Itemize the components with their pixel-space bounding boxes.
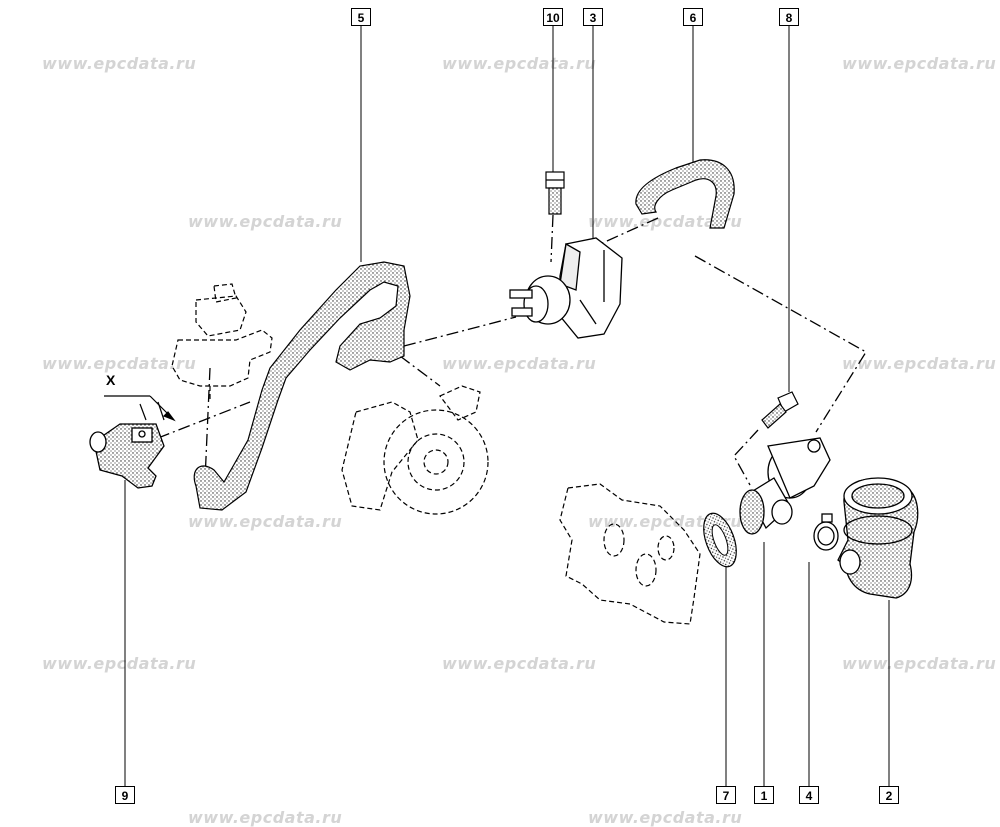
callout-1[interactable]: 1 [754, 786, 774, 804]
watermark: www.epcdata.ru [42, 354, 197, 373]
intake-pipe-2 [837, 477, 919, 599]
leader-lines [124, 26, 890, 786]
watermark: www.epcdata.ru [188, 512, 343, 531]
solenoid-valve-3 [509, 237, 623, 339]
watermark: www.epcdata.ru [588, 212, 743, 231]
breather-hose-6 [635, 159, 735, 229]
watermark: www.epcdata.ru [842, 654, 997, 673]
bolt-8 [761, 391, 799, 429]
callout-10[interactable]: 10 [543, 8, 563, 26]
callout-3[interactable]: 3 [583, 8, 603, 26]
watermark: www.epcdata.ru [842, 354, 997, 373]
watermark: www.epcdata.ru [842, 54, 997, 73]
detail-marker-label: X [106, 372, 116, 388]
watermark: www.epcdata.ru [442, 354, 597, 373]
callout-5[interactable]: 5 [351, 8, 371, 26]
vacuum-hose-5 [193, 261, 411, 511]
gasket-7 [703, 512, 737, 568]
watermark: www.epcdata.ru [442, 654, 597, 673]
egr-valve-1 [739, 437, 831, 535]
watermark: www.epcdata.ru [42, 54, 197, 73]
watermark: www.epcdata.ru [442, 54, 597, 73]
phantom-components [171, 283, 701, 625]
callout-4[interactable]: 4 [799, 786, 819, 804]
watermark: www.epcdata.ru [42, 654, 197, 673]
callout-7[interactable]: 7 [716, 786, 736, 804]
detail-x-marker [104, 395, 176, 422]
callout-6[interactable]: 6 [683, 8, 703, 26]
watermark: www.epcdata.ru [188, 212, 343, 231]
callout-8[interactable]: 8 [779, 8, 799, 26]
callout-2[interactable]: 2 [879, 786, 899, 804]
callout-9[interactable]: 9 [115, 786, 135, 804]
clamp-4 [813, 513, 839, 551]
bolt-10 [545, 171, 565, 215]
sensor-9 [89, 423, 165, 489]
